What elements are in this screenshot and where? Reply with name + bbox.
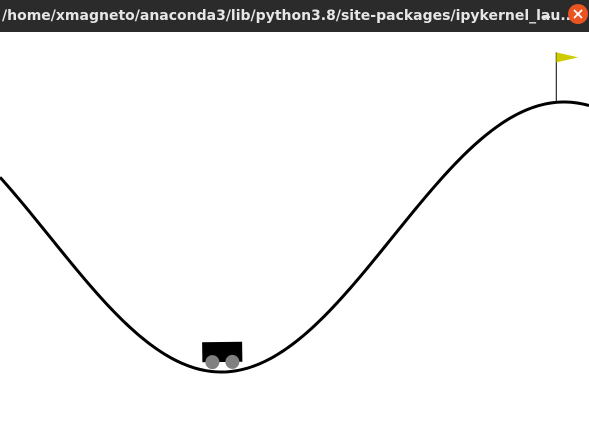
car-wheel-back [205,355,220,370]
close-button[interactable] [568,4,588,24]
car [202,341,243,370]
mountain-track [0,100,589,374]
close-icon [573,9,583,19]
title-bar[interactable]: /home/xmagneto/anaconda3/lib/python3.8/s… [0,0,589,32]
car-wheel-front [225,354,240,369]
game-canvas [0,32,589,427]
flag-icon [556,52,579,63]
goal-flag [555,52,579,103]
window-title: /home/xmagneto/anaconda3/lib/python3.8/s… [2,8,577,24]
minimize-icon [542,16,550,18]
minimize-button[interactable] [536,6,556,26]
scene-svg [0,52,589,374]
